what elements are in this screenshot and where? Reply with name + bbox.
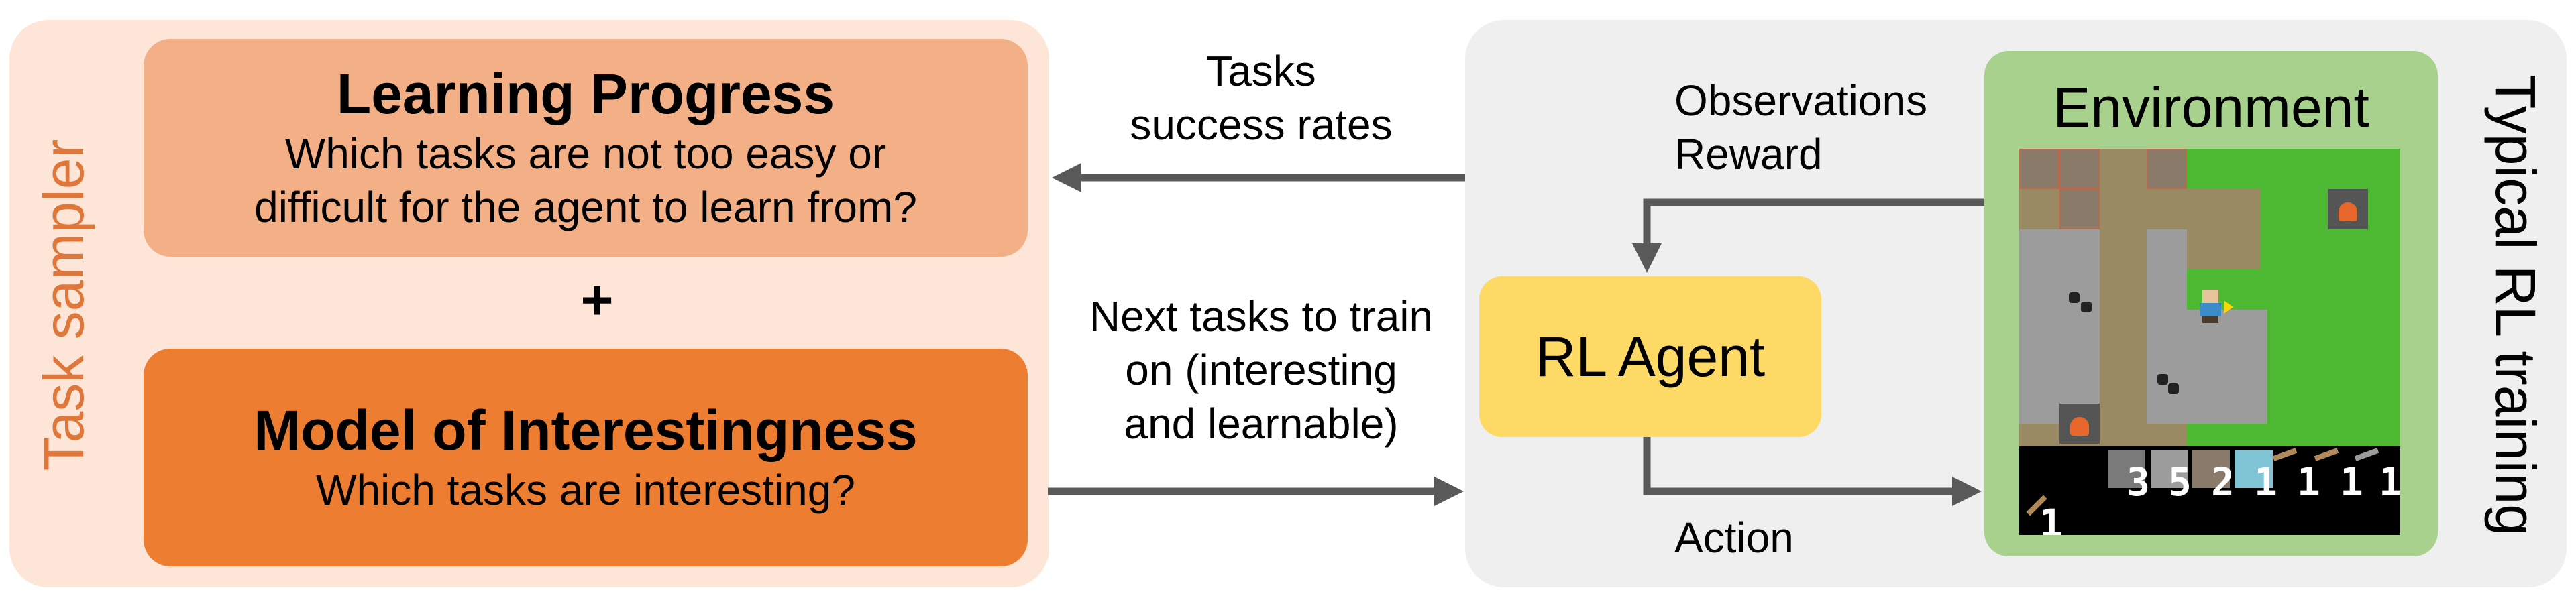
observations-label-line1: Observations: [1674, 76, 1928, 125]
player-icon: [2197, 290, 2233, 323]
next-tasks-label-line3: and learnable): [1124, 400, 1399, 448]
furnace-icon: [2328, 189, 2368, 229]
observations-label-line2: Reward: [1674, 130, 1823, 178]
plus-sign: +: [580, 268, 614, 331]
environment-game-view: 3 5 2 1 1 1 1 1: [2019, 149, 2400, 535]
iron-ore-tile: [2147, 149, 2187, 189]
interestingness-box: Model of Interestingness Which tasks are…: [144, 349, 1028, 566]
learning-progress-title: Learning Progress: [336, 62, 835, 126]
inventory-count: 1: [2297, 459, 2320, 505]
inventory-slot: [2108, 450, 2145, 488]
inventory-count: 1: [2340, 459, 2363, 505]
coal-tile: [2059, 283, 2100, 323]
next-tasks-label: Next tasks to train on (interesting and …: [1053, 290, 1469, 450]
learning-progress-box: Learning Progress Which tasks are not to…: [144, 39, 1028, 257]
iron-ore-tile: [2059, 189, 2100, 229]
inventory-slot: [2151, 450, 2188, 488]
interestingness-subtitle: Which tasks are interesting?: [316, 465, 855, 514]
learning-progress-line1: Which tasks are not too easy or: [284, 129, 887, 178]
inventory-count: 2: [2211, 459, 2235, 505]
learning-progress-line2: difficult for the agent to learn from?: [254, 182, 917, 231]
coal-tile: [2147, 363, 2187, 404]
stone-area: [2187, 310, 2267, 424]
furnace-icon: [2059, 404, 2100, 444]
rl-agent-label: RL Agent: [1535, 325, 1766, 388]
stone-area: [2019, 229, 2100, 424]
next-tasks-label-line2: on (interesting: [1125, 346, 1397, 394]
environment-title: Environment: [2053, 76, 2369, 139]
action-label: Action: [1674, 513, 1794, 562]
inventory-count: 5: [2168, 459, 2192, 505]
action-arrow: [1643, 437, 1982, 506]
inventory-count: 1: [2254, 459, 2277, 505]
feedback-label-line2: success rates: [1130, 101, 1393, 149]
feedback-label-line1: Tasks: [1206, 47, 1316, 95]
inventory-count: 1: [2039, 501, 2063, 535]
observations-label: Observations Reward: [1674, 74, 1927, 181]
feedback-label: Tasks success rates: [1093, 44, 1429, 152]
rl-agent-box: RL Agent: [1479, 276, 1821, 437]
interestingness-title: Model of Interestingness: [254, 399, 918, 463]
inventory-count: 3: [2127, 459, 2150, 505]
next-tasks-label-line1: Next tasks to train: [1089, 292, 1434, 341]
iron-ore-tile: [2059, 149, 2100, 189]
inventory-slot: [2235, 450, 2273, 488]
inventory-slot: [2192, 450, 2230, 488]
iron-ore-tile: [2019, 149, 2059, 189]
inventory-count: 1: [2379, 459, 2400, 505]
observation-arrow: [1632, 198, 1984, 273]
